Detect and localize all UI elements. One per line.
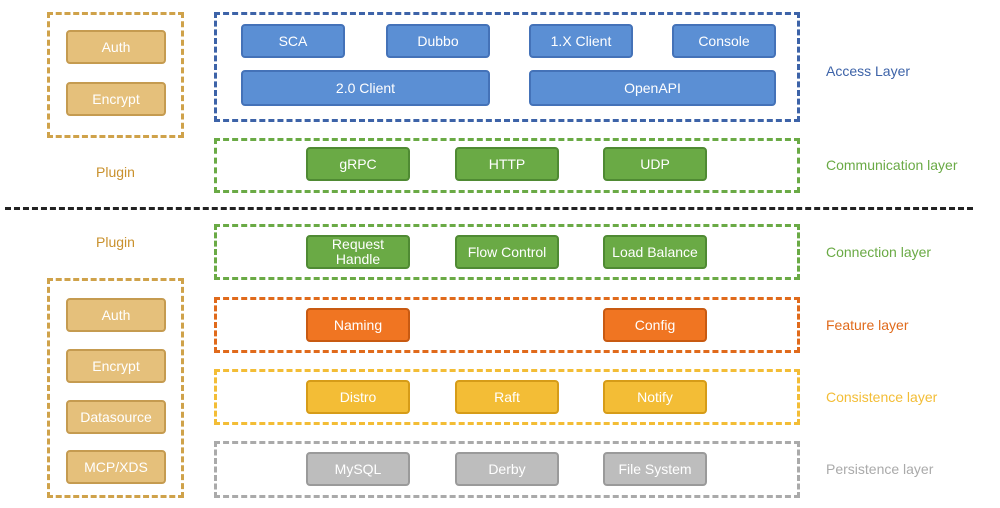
conn-request-handle-box: Request Handle	[306, 235, 410, 269]
plugin-top-encrypt: Encrypt	[66, 82, 166, 116]
persistence-derby-box: Derby	[455, 452, 559, 486]
communication-layer-frame	[214, 138, 800, 193]
feature-layer-label: Feature layer	[826, 317, 909, 333]
plugin-bottom-mcp-xds: MCP/XDS	[66, 450, 166, 484]
consistence-notify-box: Notify	[603, 380, 707, 414]
feature-naming-box: Naming	[306, 308, 410, 342]
plugin-top-label: Plugin	[96, 164, 135, 180]
access-openapi-box: OpenAPI	[529, 70, 776, 106]
persistence-layer-frame	[214, 441, 800, 498]
plugin-bottom-encrypt: Encrypt	[66, 349, 166, 383]
persistence-mysql-box: MySQL	[306, 452, 410, 486]
layer-divider	[5, 207, 973, 210]
access-1x-client-box: 1.X Client	[529, 24, 633, 58]
persistence-file-system-box: File System	[603, 452, 707, 486]
communication-layer-label: Communication layer	[826, 157, 958, 173]
plugin-bottom-auth: Auth	[66, 298, 166, 332]
access-2-0-client-box: 2.0 Client	[241, 70, 490, 106]
access-console-box: Console	[672, 24, 776, 58]
plugin-top-auth: Auth	[66, 30, 166, 64]
conn-load-balance-box: Load Balance	[603, 235, 707, 269]
consistence-distro-box: Distro	[306, 380, 410, 414]
comm-grpc-box: gRPC	[306, 147, 410, 181]
comm-http-box: HTTP	[455, 147, 559, 181]
persistence-layer-label: Persistence layer	[826, 461, 934, 477]
feature-config-box: Config	[603, 308, 707, 342]
plugin-top-frame	[47, 12, 184, 138]
comm-udp-box: UDP	[603, 147, 707, 181]
consistence-raft-box: Raft	[455, 380, 559, 414]
consistence-layer-label: Consistence layer	[826, 389, 938, 405]
access-dubbo-box: Dubbo	[386, 24, 490, 58]
access-layer-label: Access Layer	[826, 63, 911, 79]
plugin-bottom-label: Plugin	[96, 234, 135, 250]
consistence-layer-frame	[214, 369, 800, 425]
access-layer-frame	[214, 12, 800, 122]
feature-layer-frame	[214, 297, 800, 353]
conn-flow-control-box: Flow Control	[455, 235, 559, 269]
plugin-bottom-datasource: Datasource	[66, 400, 166, 434]
connection-layer-frame	[214, 224, 800, 280]
connection-layer-label: Connection layer	[826, 244, 932, 260]
plugin-bottom-frame	[47, 278, 184, 498]
access-sca-box: SCA	[241, 24, 345, 58]
